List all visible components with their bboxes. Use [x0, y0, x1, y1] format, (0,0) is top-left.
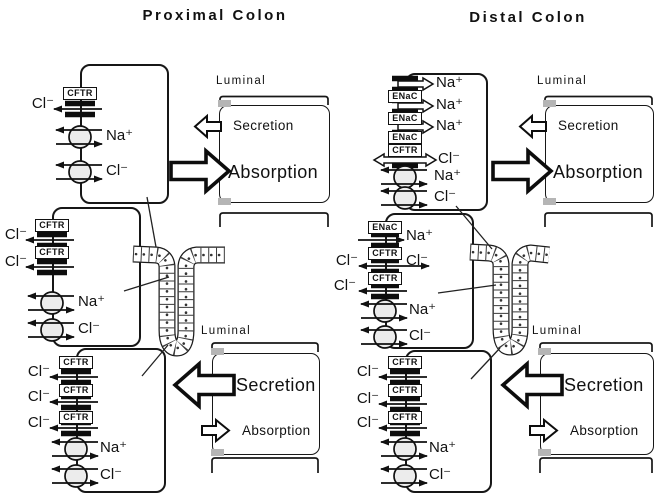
secretion-label: Secretion [564, 375, 644, 395]
luminal-box-proximal-crypt [212, 353, 320, 455]
cftr-channel-label: CFTR [388, 144, 422, 157]
cftr-channel-label: CFTR [388, 411, 422, 424]
cftr-channel-label: CFTR [59, 411, 93, 424]
ion-label-cl: Cl⁻ [438, 150, 461, 167]
ion-label-cl: Cl⁻ [333, 277, 356, 294]
secretion-label: Secretion [236, 375, 316, 395]
cftr-channel-label: CFTR [368, 272, 402, 285]
ion-label-cl: Cl⁻ [27, 363, 50, 380]
luminal-label: Luminal [201, 325, 252, 337]
absorption-label: Absorption [553, 162, 644, 182]
ion-label-cl: Cl⁻ [4, 253, 27, 270]
secretion-arrow-small-distal [518, 113, 547, 140]
ion-label-cl: Cl⁻ [100, 466, 123, 483]
secretion-arrow-small-proximal [193, 113, 222, 140]
ion-label-na: Na⁺ [434, 167, 462, 184]
ion-label-cl: Cl⁻ [356, 390, 379, 407]
ion-label-na: Na⁺ [429, 439, 457, 456]
secretion-label: Secretion [233, 118, 294, 133]
ion-label-na: Na⁺ [78, 293, 106, 310]
cftr-channel-label: CFTR [59, 356, 93, 369]
ion-label-cl: Cl⁻ [27, 388, 50, 405]
luminal-label: Luminal [537, 75, 588, 87]
enac-channel-label: ENaC [388, 112, 422, 125]
cftr-channel-label: CFTR [59, 384, 93, 397]
pointer-line-proximal-surface [146, 196, 157, 248]
ion-label-cl: Cl⁻ [78, 320, 101, 337]
ion-label-cl: Cl⁻ [429, 466, 452, 483]
ion-label-cl: Cl⁻ [434, 188, 457, 205]
ion-label-na: Na⁺ [436, 96, 464, 113]
ion-label-cl: Cl⁻ [356, 363, 379, 380]
absorption-label: Absorption [570, 423, 639, 438]
absorption-label: Absorption [228, 162, 319, 182]
ion-label-cl: Cl⁻ [27, 414, 50, 431]
enac-channel-label: ENaC [388, 90, 422, 103]
cftr-channel-label: CFTR [63, 87, 97, 100]
ion-label-cl: Cl⁻ [406, 252, 429, 269]
cftr-channel-label: CFTR [388, 356, 422, 369]
ion-label-na: Na⁺ [409, 301, 437, 318]
secretion-label: Secretion [558, 118, 619, 133]
ion-label-na: Na⁺ [436, 74, 464, 91]
enac-channel-label: ENaC [388, 131, 422, 144]
absorption-label: Absorption [242, 423, 311, 438]
luminal-label: Luminal [532, 325, 583, 337]
enac-channel-label: ENaC [368, 221, 402, 234]
luminal-box-distal-surface [545, 105, 654, 203]
ion-label-cl: Cl⁻ [106, 162, 129, 179]
ion-label-na: Na⁺ [106, 127, 134, 144]
cftr-channel-label: CFTR [388, 384, 422, 397]
cftr-channel-label: CFTR [35, 219, 69, 232]
ion-label-cl: Cl⁻ [335, 252, 358, 269]
luminal-label: Luminal [216, 75, 267, 87]
ion-label-na: Na⁺ [436, 117, 464, 134]
ion-label-cl: Cl⁻ [31, 95, 54, 112]
cftr-channel-label: CFTR [368, 247, 402, 260]
ion-label-na: Na⁺ [100, 439, 128, 456]
ion-label-na: Na⁺ [406, 227, 434, 244]
cftr-channel-label: CFTR [35, 246, 69, 259]
title-proximal-colon: Proximal Colon [142, 7, 288, 24]
title-distal-colon: Distal Colon [469, 9, 587, 26]
ion-label-cl: Cl⁻ [356, 414, 379, 431]
ion-label-cl: Cl⁻ [4, 226, 27, 243]
luminal-box-distal-crypt [540, 353, 654, 455]
ion-label-cl: Cl⁻ [409, 327, 432, 344]
absorption-arrow-big-distal [491, 147, 554, 195]
